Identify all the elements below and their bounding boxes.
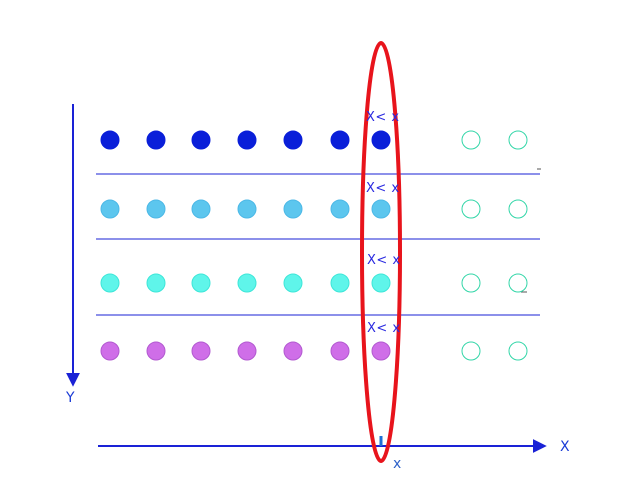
empty-dot — [461, 341, 481, 361]
filled-dot — [237, 199, 257, 219]
filled-dot — [100, 130, 120, 150]
filled-dot — [330, 130, 350, 150]
comparison-label: X< x — [367, 253, 401, 268]
filled-dot — [100, 273, 120, 293]
filled-dot — [191, 130, 211, 150]
filled-dot — [283, 130, 303, 150]
filled-dot — [371, 273, 391, 293]
filled-dot — [100, 199, 120, 219]
y-axis-label: Y — [66, 390, 75, 406]
empty-dot — [508, 199, 528, 219]
empty-dot — [508, 341, 528, 361]
filled-dot — [146, 273, 166, 293]
empty-dot — [461, 273, 481, 293]
filled-dot — [237, 130, 257, 150]
comparison-label: X< x — [367, 321, 401, 336]
filled-dot — [100, 341, 120, 361]
filled-dot — [371, 130, 391, 150]
filled-dot — [191, 273, 211, 293]
filled-dot — [283, 199, 303, 219]
dot-grid — [100, 130, 528, 361]
empty-dot — [508, 273, 528, 293]
empty-dot — [461, 130, 481, 150]
filled-dot — [283, 273, 303, 293]
filled-dot — [330, 273, 350, 293]
filled-dot — [237, 341, 257, 361]
filled-dot — [191, 199, 211, 219]
comparison-label: X< x — [366, 181, 400, 196]
filled-dot — [237, 273, 257, 293]
empty-dot — [461, 199, 481, 219]
filled-dot — [371, 341, 391, 361]
filled-dot — [330, 199, 350, 219]
x-cut-label: x — [393, 456, 402, 472]
filled-dot — [371, 199, 391, 219]
highlight-ellipse — [360, 41, 402, 463]
filled-dot — [146, 130, 166, 150]
filled-dot — [146, 199, 166, 219]
empty-dot — [508, 130, 528, 150]
filled-dot — [191, 341, 211, 361]
comparison-label: X< x — [366, 110, 400, 125]
filled-dot — [283, 341, 303, 361]
filled-dot — [330, 341, 350, 361]
x-axis-label: X — [560, 439, 570, 455]
filled-dot — [146, 341, 166, 361]
